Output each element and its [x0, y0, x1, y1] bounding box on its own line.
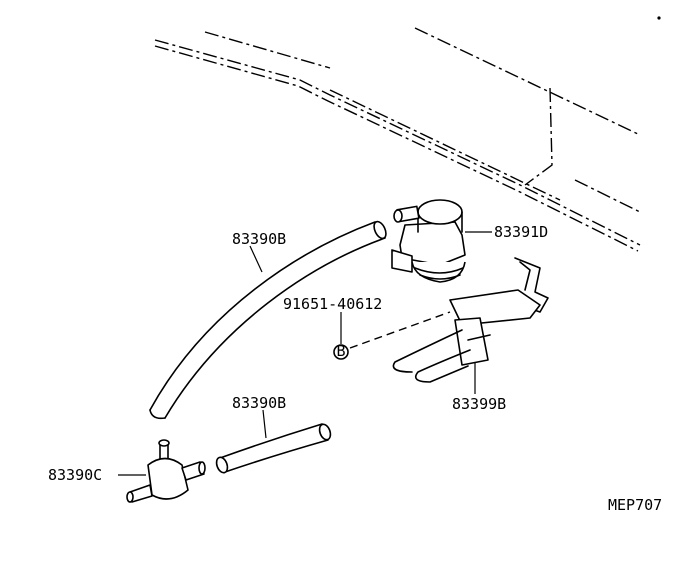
leader-lower-hose — [262, 409, 267, 439]
label-bolt: 91651-40612 — [283, 295, 382, 313]
label-lower-hose: 83390B — [232, 394, 286, 412]
lower-hose[interactable] — [215, 423, 333, 474]
bolt-marker: B — [336, 342, 345, 360]
diagram-code: MEP707 — [608, 496, 662, 514]
tee-connector[interactable] — [126, 439, 206, 503]
bolt[interactable]: B — [333, 342, 349, 360]
upper-hose[interactable] — [149, 220, 388, 420]
body-panel-outline — [154, 16, 661, 252]
label-bracket: 83399B — [452, 395, 506, 413]
bracket[interactable] — [392, 257, 549, 383]
label-upper-hose: 83390B — [232, 230, 286, 248]
label-tee: 83390C — [48, 466, 102, 484]
label-valve: 83391D — [494, 223, 548, 241]
bolt-alignment-line — [349, 311, 451, 349]
vsv-valve[interactable] — [391, 199, 466, 283]
leader-upper-hose — [249, 245, 263, 273]
